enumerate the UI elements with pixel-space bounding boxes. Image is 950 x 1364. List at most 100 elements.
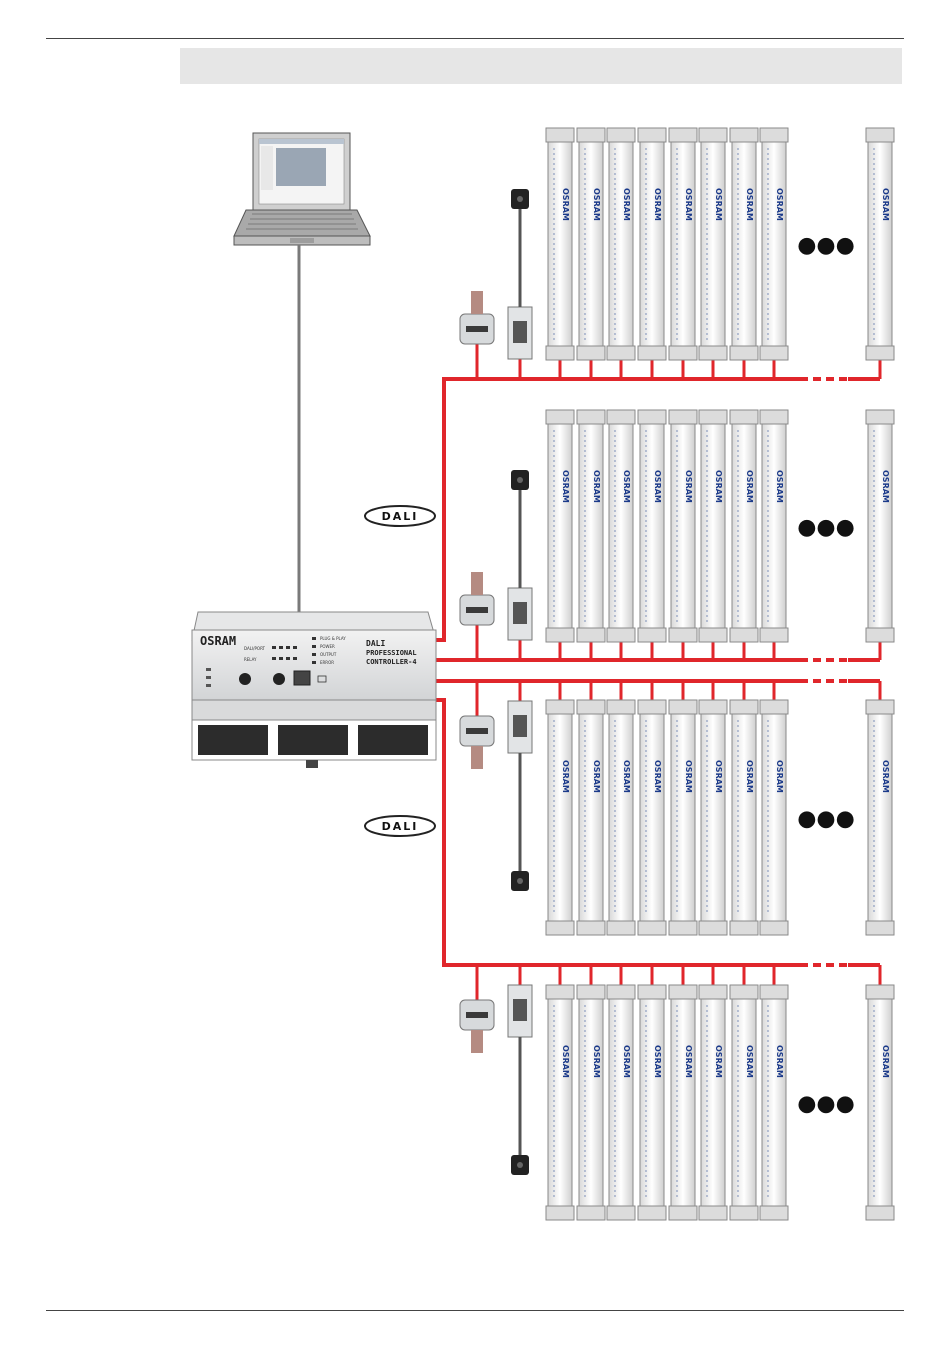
coupler-wires: [471, 1030, 483, 1053]
controller-leds: [272, 637, 316, 664]
ecg-body: [731, 984, 757, 1221]
ecg-end-cap: [759, 699, 789, 715]
bottom-rule: [46, 1310, 904, 1311]
ecg-brand-label: OSRAM: [684, 188, 693, 221]
ecg-brand-label: OSRAM: [745, 188, 754, 221]
ecg-end-cap: [865, 920, 895, 936]
ecg-body: [700, 984, 726, 1221]
ecg-end-cap: [759, 1205, 789, 1221]
ecg-end-cap: [865, 699, 895, 715]
ecg-end-cap: [576, 1205, 606, 1221]
controller-ethernet-port: [293, 670, 311, 686]
dali-logo-1-text: DALI: [382, 510, 419, 523]
ecg-body: [700, 127, 726, 361]
ecg-body: [670, 409, 696, 643]
ecg-ballast: OSRAM: [637, 409, 667, 643]
ecg-end-cap: [668, 1205, 698, 1221]
ecg-end-cap: [865, 127, 895, 143]
ecg-end-cap: [668, 409, 698, 425]
ecg-brand-label: OSRAM: [561, 188, 570, 221]
ecg-brand-label: OSRAM: [881, 760, 890, 793]
ecg-end-cap: [759, 627, 789, 643]
ecg-brand-label: OSRAM: [653, 188, 662, 221]
ecg-end-cap: [698, 409, 728, 425]
ecg-ballast: OSRAM: [698, 699, 728, 936]
ecg-ballast: OSRAM: [865, 127, 895, 361]
ecg-body: [578, 984, 604, 1221]
controller-terminals-2: [278, 725, 348, 755]
ecg-body: [547, 699, 573, 936]
ecg-brand-label: OSRAM: [775, 760, 784, 793]
controller-title-line2: PROFESSIONAL: [366, 649, 417, 657]
ecg-ballast: OSRAM: [759, 699, 789, 936]
controller-title-line3: CONTROLLER-4: [366, 658, 417, 666]
continuation-dots: ●●●: [797, 233, 855, 258]
ecg-end-cap: [606, 984, 636, 1000]
coupler-terminal: [466, 728, 488, 734]
ecg-end-cap: [545, 1205, 575, 1221]
controller-title-line1: DALI: [366, 639, 385, 648]
controller-terminals-1: [198, 725, 268, 755]
coupler-wires: [471, 746, 483, 769]
sensor-module-face: [513, 999, 527, 1021]
ecg-end-cap: [576, 409, 606, 425]
ecg-end-cap: [606, 345, 636, 361]
controller-terminals-3: [358, 725, 428, 755]
controller-lower-body: [191, 699, 437, 721]
ecg-end-cap: [576, 699, 606, 715]
controller-status-label-1: PLUG & PLAY: [320, 636, 346, 641]
ecg-end-cap: [637, 984, 667, 1000]
controller-channel-label-2: RELAY: [244, 657, 257, 662]
ecg-end-cap: [545, 127, 575, 143]
ecg-ballast: OSRAM: [698, 127, 728, 361]
ecg-ballast: OSRAM: [865, 984, 895, 1221]
ecg-body: [547, 984, 573, 1221]
ecg-ballast: OSRAM: [637, 699, 667, 936]
sensor-coupler-module: [507, 700, 533, 891]
controller-status-label-3: OUTPUT: [320, 652, 337, 657]
ecg-ballast: OSRAM: [729, 699, 759, 936]
ecg-end-cap: [576, 127, 606, 143]
ecg-body: [867, 127, 893, 361]
ecg-body: [578, 699, 604, 936]
laptop-touchpad: [290, 238, 314, 243]
ecg-end-cap: [729, 920, 759, 936]
ecg-body: [608, 409, 634, 643]
coupler-terminal: [466, 607, 488, 613]
controller-knob-1: [239, 673, 251, 685]
coupler-wires: [471, 291, 483, 314]
ecg-end-cap: [637, 920, 667, 936]
ecg-end-cap: [698, 984, 728, 1000]
ecg-end-cap: [576, 627, 606, 643]
ecg-end-cap: [729, 409, 759, 425]
ecg-end-cap: [545, 984, 575, 1000]
ecg-body: [608, 984, 634, 1221]
ecg-end-cap: [668, 345, 698, 361]
laptop-screen-sidebar: [261, 146, 273, 190]
ecg-brand-label: OSRAM: [653, 1045, 662, 1078]
ecg-end-cap: [637, 1205, 667, 1221]
ecg-brand-label: OSRAM: [653, 760, 662, 793]
ecg-end-cap: [576, 920, 606, 936]
laptop-screen-toolbar: [259, 139, 344, 144]
coupler-terminal: [466, 1012, 488, 1018]
dali-professional-controller: OSRAM DALI PROFESSIONAL CONTROLLER-4 DAL…: [191, 611, 437, 768]
ecg-end-cap: [759, 127, 789, 143]
ecg-end-cap: [865, 984, 895, 1000]
ecg-ballast: OSRAM: [576, 699, 606, 936]
ecg-end-cap: [545, 409, 575, 425]
ecg-ballast: OSRAM: [576, 984, 606, 1221]
controller-body: [191, 629, 437, 701]
push-button-coupler: [459, 715, 495, 769]
ecg-brand-label: OSRAM: [775, 1045, 784, 1078]
ecg-end-cap: [729, 345, 759, 361]
ecg-brand-label: OSRAM: [775, 470, 784, 503]
sensor-module-face: [513, 321, 527, 343]
ecg-end-cap: [668, 127, 698, 143]
ecg-ballast: OSRAM: [865, 409, 895, 643]
ecg-body: [761, 409, 787, 643]
